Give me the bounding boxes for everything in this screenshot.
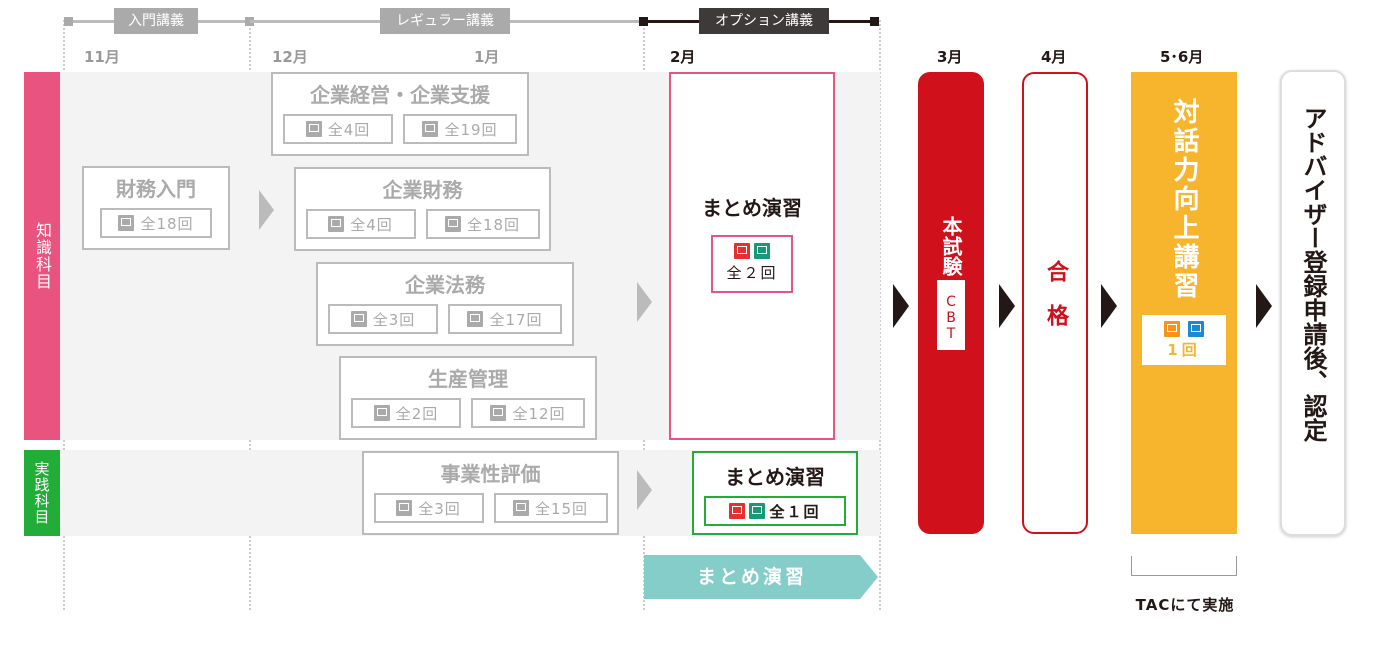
lecture-icon <box>734 243 750 259</box>
option-title: まとめ演習 <box>702 196 802 220</box>
course-card: 企業経営・企業支援 全4回 全19回 <box>271 72 529 156</box>
session-pill: 全18回 <box>425 209 540 239</box>
arrow-right-icon <box>637 470 652 510</box>
course-title: 企業法務 <box>405 273 485 297</box>
session-count: 全19回 <box>444 120 498 139</box>
arrow-right-icon <box>999 284 1015 328</box>
arrow-right-icon <box>637 282 652 322</box>
month-label: 3月 <box>937 48 963 66</box>
banner-shape <box>644 555 878 599</box>
session-count: 1回 <box>1167 341 1201 359</box>
option-knowledge-card: まとめ演習 全２回 <box>669 72 835 440</box>
session-count: 全17回 <box>489 310 543 329</box>
computer-icon <box>490 405 507 421</box>
computer-icon <box>444 216 461 232</box>
session-count: 全4回 <box>327 120 371 139</box>
session-pill: 全3回 <box>373 493 484 523</box>
course-title: 事業性評価 <box>440 462 541 486</box>
session-pill: 全２回 <box>711 235 793 293</box>
training-title: 対話力向上講習 <box>1169 98 1199 301</box>
banner-label: まとめ演習 <box>696 566 807 588</box>
month-label: 12月 <box>272 48 308 66</box>
session-pill: 1回 <box>1142 315 1226 365</box>
session-count: 全18回 <box>466 215 521 234</box>
bracket <box>1131 556 1237 576</box>
session-pill: 全17回 <box>448 304 562 334</box>
session-pill: 全3回 <box>328 304 438 334</box>
month-label: 1月 <box>474 48 500 66</box>
summary-banner: まとめ演習 <box>644 555 878 599</box>
arrow-right-icon <box>1256 284 1272 328</box>
exam-badge: CBT <box>937 280 965 350</box>
phase-node <box>870 17 879 26</box>
arrow-right-icon <box>1101 284 1117 328</box>
course-card: 生産管理 全2回 全12回 <box>339 356 597 440</box>
session-count: 全18回 <box>140 214 194 233</box>
arrow-right-icon <box>893 284 909 328</box>
session-pill: 全12回 <box>471 398 585 428</box>
month-label: 5･6月 <box>1160 48 1204 66</box>
pass-card: 合格 <box>1022 72 1088 534</box>
course-title: 財務入門 <box>116 177 196 201</box>
book-icon <box>1188 321 1204 337</box>
arrow-right-icon <box>259 190 274 230</box>
lecture-icon <box>350 311 367 327</box>
session-count: 全3回 <box>372 310 416 329</box>
course-card: 財務入門 全18回 <box>82 166 230 250</box>
month-label: 11月 <box>84 48 120 66</box>
row-label-knowledge: 知識科目 <box>24 72 60 440</box>
month-label: 2月 <box>670 48 696 66</box>
session-count: 全2回 <box>395 404 439 423</box>
course-title: 企業財務 <box>382 178 463 202</box>
session-pill: 全2回 <box>351 398 461 428</box>
certify-title: アドバイザー登録申請後、認定 <box>1299 106 1327 442</box>
phase-node <box>245 17 254 26</box>
option-title: まとめ演習 <box>725 465 825 489</box>
session-count: 全２回 <box>726 264 778 282</box>
pass-title: 合格 <box>1043 260 1068 348</box>
course-title: 生産管理 <box>428 367 508 391</box>
lecture-icon <box>328 216 345 232</box>
session-pill: 全18回 <box>100 208 212 238</box>
phase-node <box>639 17 648 26</box>
computer-icon <box>512 500 529 516</box>
session-pill: 全4回 <box>305 209 416 239</box>
course-title: 企業経営・企業支援 <box>310 83 490 107</box>
lecture-icon <box>305 121 322 137</box>
lecture-icon <box>396 500 413 516</box>
month-label: 4月 <box>1041 48 1067 66</box>
session-pill: 全１回 <box>704 496 846 526</box>
phase-label-option: オプション講義 <box>699 8 829 34</box>
computer-icon <box>749 503 766 519</box>
computer-icon <box>118 215 135 231</box>
phase-node <box>64 17 73 26</box>
session-count: 全１回 <box>769 502 821 521</box>
guide-line <box>879 20 881 610</box>
session-count: 全4回 <box>350 215 393 234</box>
course-card: 事業性評価 全3回 全15回 <box>362 451 619 535</box>
exam-card: 本試験 CBT <box>918 72 984 534</box>
phase-label-intro: 入門講義 <box>114 8 198 34</box>
session-pill: 全19回 <box>403 114 517 144</box>
computer-icon <box>754 243 770 259</box>
lecture-icon <box>729 503 746 519</box>
exam-title: 本試験 <box>939 216 963 276</box>
row-label-practical: 実践科目 <box>24 450 60 536</box>
computer-icon <box>467 311 484 327</box>
phase-label-regular: レギュラー講義 <box>380 8 510 34</box>
course-card: 企業法務 全3回 全17回 <box>316 262 574 346</box>
pen-icon <box>1164 321 1180 337</box>
session-pill: 全15回 <box>493 493 608 523</box>
option-practical-card: まとめ演習 全１回 <box>692 451 858 535</box>
training-note: TACにて実施 <box>1135 596 1235 614</box>
certify-card: アドバイザー登録申請後、認定 <box>1280 70 1346 536</box>
session-pill: 全4回 <box>283 114 393 144</box>
session-count: 全12回 <box>512 404 566 423</box>
training-card: 対話力向上講習 1回 <box>1131 72 1237 534</box>
lecture-icon <box>373 405 390 421</box>
session-count: 全15回 <box>534 499 589 518</box>
computer-icon <box>422 121 439 137</box>
session-count: 全3回 <box>418 499 461 518</box>
course-card: 企業財務 全4回 全18回 <box>294 167 551 251</box>
